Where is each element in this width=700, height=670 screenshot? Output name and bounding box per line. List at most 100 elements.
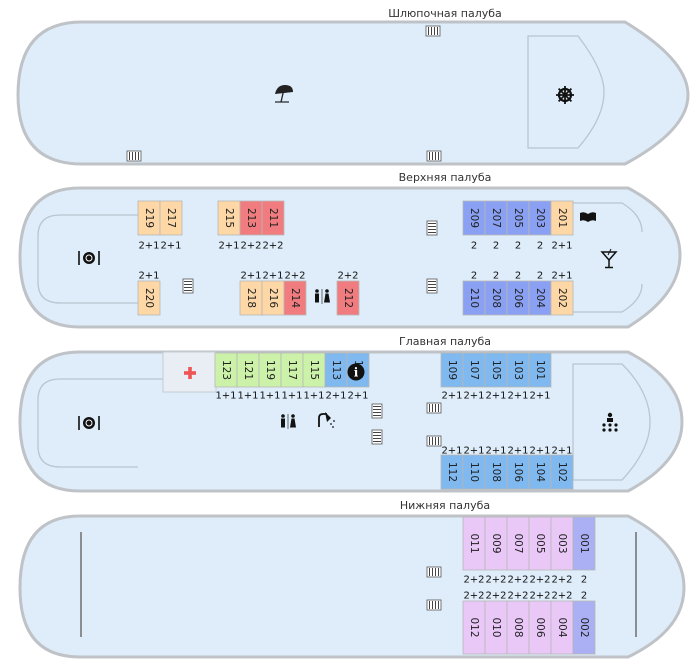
cabin-capacity: 2+1 xyxy=(262,271,283,282)
stairs-icon xyxy=(371,429,383,445)
conference-hall-icon xyxy=(602,412,618,432)
cabin-number: 101 xyxy=(534,360,546,380)
cabin-capacity: 2+1 xyxy=(529,446,550,457)
cabin-number: 207 xyxy=(490,208,502,228)
cabin-block[interactable] xyxy=(572,516,596,571)
cabin-block[interactable] xyxy=(336,280,360,316)
cabin-capacity: 2+1 xyxy=(551,446,572,457)
cabin-number: 209 xyxy=(468,208,480,228)
cabin-capacity: 2+2 xyxy=(507,591,528,602)
stairs-icon xyxy=(182,278,194,294)
cabin-105[interactable]: 105 2+1 xyxy=(484,352,508,402)
cabin-capacity: 2+2 xyxy=(463,591,484,602)
cabin-block[interactable] xyxy=(550,454,574,490)
cabin-group-upper: 2192+12172+12152+12132+22112+22092207220… xyxy=(137,200,574,316)
cabin-block[interactable] xyxy=(261,200,285,236)
cabin-capacity: 2+2 xyxy=(240,241,261,252)
cabin-number: 205 xyxy=(512,208,524,228)
cabin-capacity: 2+1 xyxy=(138,271,159,282)
cabin-block[interactable] xyxy=(572,600,596,655)
cabin-block[interactable] xyxy=(159,200,183,236)
cabin-number: 206 xyxy=(512,288,524,308)
cabin-number: 121 xyxy=(242,360,254,380)
cabin-block[interactable] xyxy=(283,280,307,316)
cabin-capacity: 2+2 xyxy=(262,241,283,252)
cabin-number: 211 xyxy=(267,208,279,228)
cabin-115[interactable]: 115 1+1 xyxy=(302,352,326,402)
first-aid-icon xyxy=(184,367,196,379)
cabin-capacity: 2+1 xyxy=(485,391,506,402)
cabin-number: 105 xyxy=(490,360,502,380)
stairs-icon xyxy=(426,278,438,294)
cabin-number: 107 xyxy=(468,360,480,380)
restaurant-icon xyxy=(78,416,100,430)
cabin-capacity: 1+1 xyxy=(303,391,324,402)
cabin-capacity: 2 xyxy=(515,241,521,252)
cabin-capacity: 2+1 xyxy=(325,391,346,402)
cabin-capacity: 2+1 xyxy=(529,391,550,402)
cabin-capacity: 2+1 xyxy=(485,446,506,457)
cabin-block[interactable] xyxy=(550,200,574,236)
wheelhouse xyxy=(527,35,605,149)
cabin-number: 119 xyxy=(264,360,276,380)
cabin-number: 103 xyxy=(512,360,524,380)
cabin-capacity: 2+2 xyxy=(485,575,506,586)
restaurant-icon xyxy=(78,251,100,265)
cabin-capacity: 2+2 xyxy=(529,591,550,602)
cabin-capacity: 2+1 xyxy=(240,271,261,282)
cabin-number: 115 xyxy=(308,360,320,380)
cabin-211[interactable]: 211 2+2 xyxy=(261,200,285,252)
cabin-block[interactable] xyxy=(528,352,552,388)
cabin-block[interactable] xyxy=(137,280,161,316)
cabin-capacity: 2 xyxy=(581,575,587,586)
cabin-block[interactable] xyxy=(550,280,574,316)
cabin-capacity: 2+2 xyxy=(284,271,305,282)
cabin-101[interactable]: 101 2+1 xyxy=(528,352,552,402)
cabin-capacity: 2 xyxy=(471,241,477,252)
